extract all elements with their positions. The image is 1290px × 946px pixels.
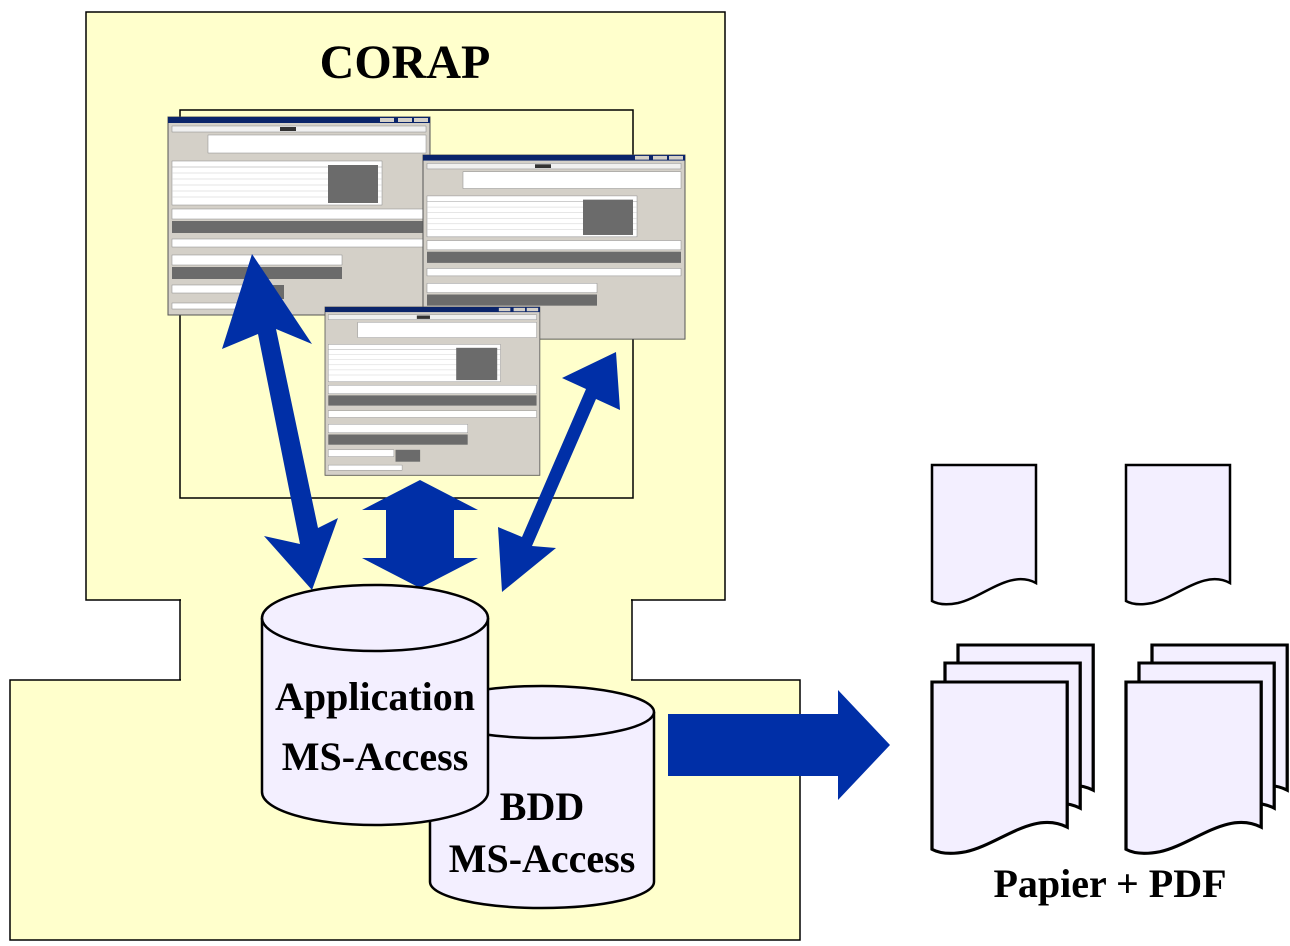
database-cylinder-icon [260,618,490,827]
document-icon [930,463,1038,606]
bdd-label-line1: BDD [500,784,584,829]
corap-title: CORAP [320,36,491,89]
document-stack-icon [1124,643,1289,855]
document-icon [1124,463,1232,606]
application-database: Application MS-Access [260,583,490,827]
double-arrow-icon [498,352,620,592]
double-arrow-icon [362,480,478,588]
app-window-3 [324,306,541,476]
output-label: Papier + PDF [993,861,1226,906]
application-label-line1: Application [275,674,475,719]
application-label-line2: MS-Access [282,734,469,779]
document-stack-icon [930,643,1095,855]
app-window-1 [167,116,431,316]
double-arrow-icon [222,254,338,590]
right-arrow-icon [668,690,890,800]
bdd-label-line2: MS-Access [449,836,636,881]
